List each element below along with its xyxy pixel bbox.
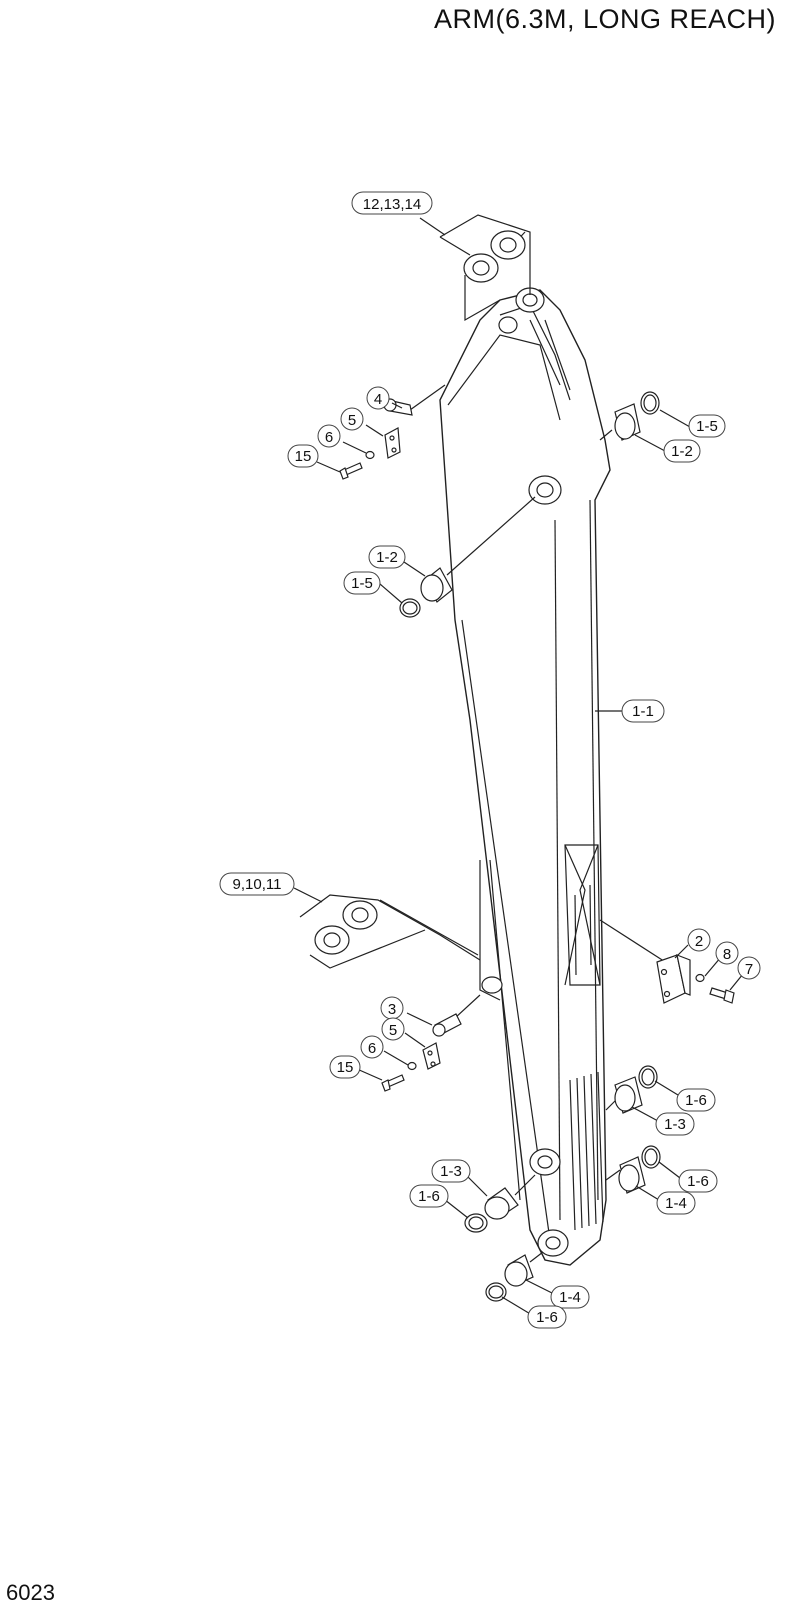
callout-1-6-right-lower: 1-6: [678, 1169, 718, 1193]
svg-text:1-5: 1-5: [696, 418, 718, 435]
callout-8: 8: [715, 941, 739, 965]
callout-5-lower: 5: [381, 1017, 405, 1041]
callout-7: 7: [737, 956, 761, 980]
callout-1-1: 1-1: [621, 699, 665, 723]
svg-text:15: 15: [295, 448, 312, 465]
svg-text:1-5: 1-5: [351, 575, 373, 592]
svg-text:5: 5: [348, 412, 356, 429]
svg-text:1-6: 1-6: [536, 1309, 558, 1326]
svg-text:8: 8: [723, 946, 731, 963]
svg-text:15: 15: [337, 1059, 354, 1076]
svg-text:7: 7: [745, 961, 753, 978]
page-title: ARM(6.3M, LONG REACH): [433, 4, 776, 34]
svg-text:1-2: 1-2: [671, 443, 693, 460]
callout-1-5-right: 1-5: [688, 414, 726, 438]
lower-bushings: [464, 1065, 661, 1302]
callout-15-lower: 15: [329, 1055, 361, 1079]
upper-pin-group: [339, 384, 446, 480]
arm-holes-pattern: [574, 884, 592, 976]
svg-text:12,13,14: 12,13,14: [363, 196, 421, 213]
svg-text:4: 4: [374, 391, 382, 408]
svg-text:6: 6: [368, 1040, 376, 1057]
callout-2: 2: [687, 928, 711, 952]
callout-1-6-bottom: 1-6: [527, 1305, 567, 1329]
svg-text:6: 6: [325, 429, 333, 446]
svg-text:5: 5: [389, 1022, 397, 1039]
callout-1-6-right-upper: 1-6: [676, 1088, 716, 1112]
callout-6-upper: 6: [317, 424, 341, 448]
svg-text:1-3: 1-3: [440, 1163, 462, 1180]
callout-1-4-bottom: 1-4: [550, 1285, 590, 1309]
svg-text:1-6: 1-6: [687, 1173, 709, 1190]
callout-1-5-left: 1-5: [343, 571, 381, 595]
callout-1-6-left: 1-6: [409, 1184, 449, 1208]
shims-12-13-14: [439, 214, 531, 322]
callout-1-3-right: 1-3: [655, 1112, 695, 1136]
callout-3: 3: [380, 996, 404, 1020]
svg-text:1-1: 1-1: [632, 703, 654, 720]
svg-text:9,10,11: 9,10,11: [233, 876, 282, 893]
page-number: 6023: [6, 1580, 55, 1605]
leader-lines: [293, 217, 744, 1316]
plate-group-2-7-8: [599, 919, 735, 1004]
svg-text:1-2: 1-2: [376, 549, 398, 566]
svg-text:1-4: 1-4: [665, 1195, 687, 1212]
lower-pin-group: [381, 994, 481, 1092]
callout-15-upper: 15: [287, 444, 319, 468]
svg-text:1-6: 1-6: [685, 1092, 707, 1109]
callout-1-4-right: 1-4: [656, 1191, 696, 1215]
svg-text:1-6: 1-6: [418, 1188, 440, 1205]
callout-4: 4: [366, 386, 390, 410]
callout-5-upper: 5: [340, 407, 364, 431]
arm-body: [439, 287, 611, 1266]
svg-text:1-4: 1-4: [559, 1289, 581, 1306]
callout-6-lower: 6: [360, 1035, 384, 1059]
callout-9-10-11: 9,10,11: [219, 872, 295, 896]
shims-9-10-11: [299, 894, 481, 969]
svg-text:3: 3: [388, 1001, 396, 1018]
upper-bushings: [399, 391, 660, 618]
callout-1-2-left: 1-2: [368, 545, 406, 569]
callout-12-13-14: 12,13,14: [351, 191, 433, 215]
svg-text:2: 2: [695, 933, 703, 950]
arm-ribs: [569, 1071, 604, 1231]
callout-1-2-right: 1-2: [663, 439, 701, 463]
callout-1-3-left: 1-3: [431, 1159, 471, 1183]
svg-text:1-3: 1-3: [664, 1116, 686, 1133]
